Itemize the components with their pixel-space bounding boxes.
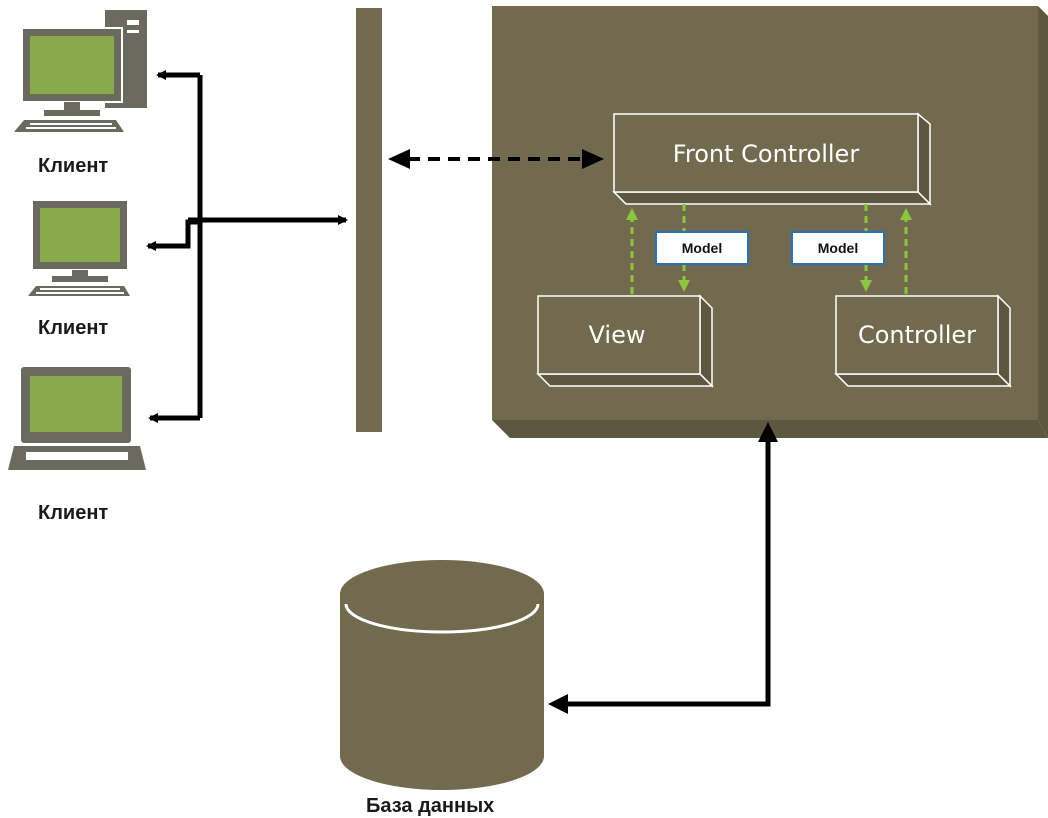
client-3-label: Клиент (38, 502, 108, 524)
model-label-left: Model (682, 240, 722, 256)
front-controller-box: Front Controller (612, 112, 932, 206)
client-2-label: Клиент (38, 317, 108, 339)
controller-box: Controller (834, 294, 1012, 388)
client-1-label: Клиент (38, 155, 108, 177)
database-label: База данных (366, 795, 494, 817)
client-connections (146, 70, 348, 423)
view-box: View (536, 294, 714, 388)
database-icon (340, 560, 544, 790)
client-3: Клиент (8, 365, 146, 524)
model-badge-right: Model (791, 231, 885, 265)
client-2: Клиент (28, 199, 130, 339)
model-label-right: Model (818, 240, 858, 256)
arrow-to-client-2 (146, 219, 200, 251)
controller-label: Controller (858, 321, 976, 349)
laptop-icon (8, 365, 146, 470)
front-controller-link (388, 149, 604, 169)
model-badge-left: Model (655, 231, 749, 265)
network-bar (356, 8, 382, 432)
view-label: View (589, 321, 646, 349)
front-controller-label: Front Controller (673, 140, 860, 168)
client-1: Клиент (14, 10, 147, 177)
database-connection (548, 422, 778, 714)
desktop-computer-icon (28, 199, 130, 296)
desktop-computer-icon (14, 10, 147, 132)
